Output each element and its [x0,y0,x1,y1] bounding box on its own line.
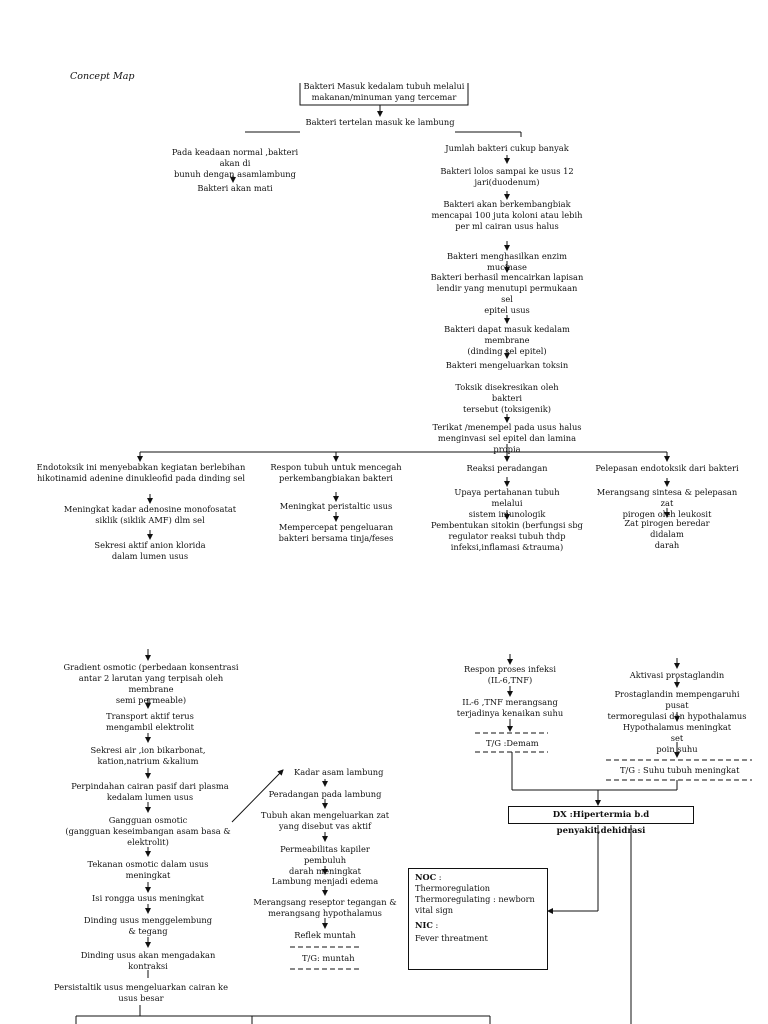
node-peradangan-lambung: Peradangan pada lambung [268,789,382,799]
node-kontraksi: Dinding usus akan mengadakan kontraksi [80,950,216,971]
node-permeabilitas: Permeabilitas kapiler pembuluh darah men… [280,844,370,876]
node-keadaan-normal: Pada keadaan normal ,bakteri akan di bun… [171,147,299,179]
branch-imunologik: Upaya pertahanan tubuh melalui sistem im… [454,487,560,519]
node-jumlah-bakteri: Jumlah bakteri cukup banyak [445,143,569,153]
branch-pelepasan-endotoksik: Pelepasan endotoksik dari bakteri [595,463,739,473]
node-lapisan-lendir: Bakteri berhasil mencairkan lapisan lend… [430,272,584,315]
tg-muntah: T/G: muntah [302,953,355,963]
branch-pirogen: Merangsang sintesa & pelepasan zat pirog… [596,487,738,519]
branch-zat-pirogen: Zat pirogen beredar didalam darah [624,518,710,550]
node-masuk-membrane: Bakteri dapat masuk kedalam membrane (di… [444,324,570,356]
branch-endotoksik: Endotoksik ini menyebabkan kegiatan berl… [36,462,246,483]
branch-peristaltic: Meningkat peristaltic usus [279,501,393,511]
node-berkembangbiak: Bakteri akan berkembangbiak mencapai 100… [431,199,583,231]
noc-nic-box: NOC : Thermoregulation Thermoregulating … [408,868,548,970]
noc-item-3: vital sign [415,905,453,915]
node-lolos-usus: Bakteri lolos sampai ke usus 12 jari(duo… [440,166,574,187]
noc-item-2: Thermoregulating : newborn [415,894,535,904]
branch-sekresi-anion: Sekresi aktif anion klorida dalam lumen … [94,540,206,561]
node-respon-infeksi: Respon proses infeksi (IL-6,TNF) [464,664,556,685]
branch-adenosine: Meningkat kadar adenosine monofosatat si… [63,504,237,525]
node-isi-rongga: Isi rongga usus meningkat [92,893,204,903]
node-persistaltik: Persistaltik usus mengeluarkan cairan ke… [54,982,228,1003]
node-bakteri-mati: Bakteri akan mati [197,183,273,193]
node-enzim-mucinase: Bakteri menghasilkan enzim mucinase [447,251,567,272]
tg-suhu: T/G : Suhu tubuh meningkat [620,765,740,775]
node-aktivasi-prostaglandin: Aktivasi prostaglandin [629,670,725,680]
node-tertelan: Bakteri tertelan masuk ke lambung [305,117,455,127]
branch-pengeluaran: Mempercepat pengeluaran bakteri bersama … [278,522,394,543]
node-reseptor: Merangsang reseptor tegangan & merangsan… [253,897,397,918]
node-toksin: Bakteri mengeluarkan toksin [445,360,569,370]
node-toksigenik: Toksik disekresikan oleh bakteri tersebu… [455,382,559,414]
node-kadar-asam: Kadar asam lambung [294,767,384,777]
node-terikat: Terikat /menempel pada usus halus mengin… [432,422,582,454]
node-reflek-muntah: Reflek muntah [294,930,356,940]
noc-colon: : [436,872,442,882]
nic-colon: : [432,920,439,930]
node-hypothalamus: Hypothalamus meningkat set poin suhu [622,722,732,754]
page-title: Concept Map [70,71,135,82]
branch-sitokin: Pembentukan sitokin (berfungsi sbg regul… [430,520,583,552]
noc-label: NOC [415,872,437,882]
node-sekresi-air: Sekresi air ,ion bikarbonat, kation,natr… [90,745,206,766]
node-il6-tnf: IL-6 ,TNF merangsang terjadinya kenaikan… [456,697,564,718]
node-vas-aktif: Tubuh akan mengeluarkan zat yang disebut… [260,810,390,831]
branch-respon-tubuh: Respon tubuh untuk mencegah perkembangbi… [270,462,402,483]
tg-demam: T/G :Demam [486,738,539,748]
node-edema: Lambung menjadi edema [271,876,379,886]
node-perpindahan-cairan: Perpindahan cairan pasif dari plasma ked… [71,781,229,802]
node-gradient-osmotic: Gradient osmotic (perbedaan konsentrasi … [63,662,239,705]
noc-item-1: Thermoregulation [415,883,491,893]
diagnosis-box: DX :Hipertermia b.d penyakit,dehidrasi [508,806,694,836]
node-tekanan-osmotic: Tekanan osmotic dalam usus meningkat [87,859,209,880]
node-transport-aktif: Transport aktif terus mengambil elektrol… [106,711,194,732]
nic-label: NIC [415,920,433,930]
nic-item-1: Fever threatment [415,933,488,943]
node-menggelembung: Dinding usus menggelembung & tegang [83,915,213,936]
node-bakteri-masuk: Bakteri Masuk kedalam tubuh melalui maka… [303,81,465,102]
node-prostaglandin: Prostaglandin mempengaruhi pusat termore… [607,689,747,721]
node-gangguan-osmotic: Gangguan osmotic (gangguan keseimbangan … [65,815,231,847]
branch-peradangan: Reaksi peradangan [466,463,548,473]
